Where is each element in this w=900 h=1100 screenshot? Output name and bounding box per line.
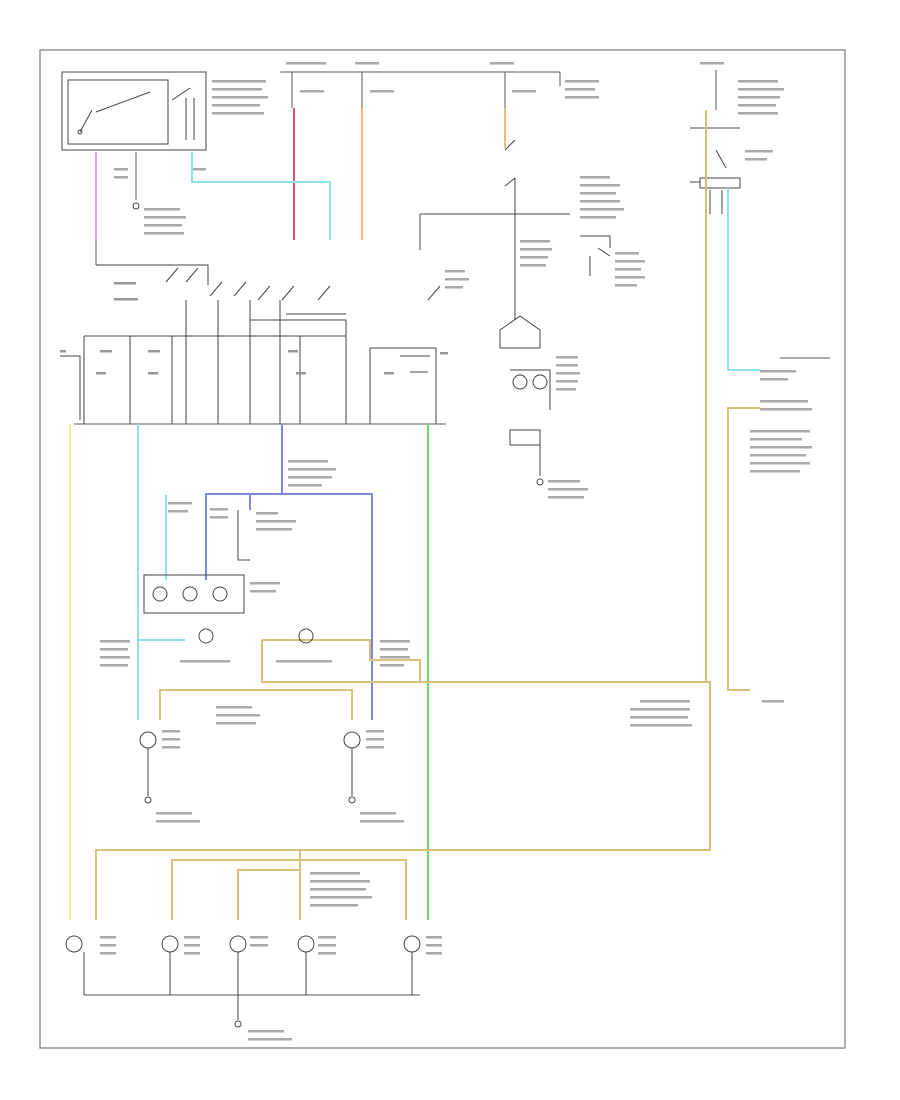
top-left-notes bbox=[212, 80, 268, 115]
wire-tan-drop bbox=[159, 689, 353, 720]
wire-tan-right bbox=[727, 407, 760, 691]
left-ground-block bbox=[95, 152, 206, 265]
wire-tan-bottom-2 bbox=[171, 850, 407, 920]
turn-hazard-switch bbox=[419, 139, 645, 301]
wire-tan-bottom-3 bbox=[237, 869, 300, 920]
headlamp-switch-box bbox=[61, 71, 207, 151]
lamp-module-mid bbox=[143, 460, 336, 614]
wire-cyan-right bbox=[727, 188, 760, 371]
relay-center-right bbox=[499, 270, 588, 499]
fuse-relay-block bbox=[60, 335, 448, 425]
rear-lamps bbox=[65, 872, 442, 1041]
diagram-frame bbox=[39, 49, 846, 1049]
fuse-row-top bbox=[280, 62, 599, 108]
wire-tan-main bbox=[261, 640, 711, 851]
top-right-switch bbox=[690, 62, 784, 214]
wire-blue-2 bbox=[282, 493, 373, 720]
front-side-marker-lamps bbox=[100, 628, 410, 667]
wire-blue bbox=[205, 424, 283, 580]
wire-tan-center bbox=[262, 639, 421, 682]
headlamp-switch-main bbox=[96, 264, 347, 424]
wire-tan-bottom bbox=[95, 849, 300, 920]
wire-cyan-top bbox=[191, 152, 331, 240]
right-notes bbox=[630, 357, 830, 727]
front-park-lamps bbox=[139, 706, 404, 823]
